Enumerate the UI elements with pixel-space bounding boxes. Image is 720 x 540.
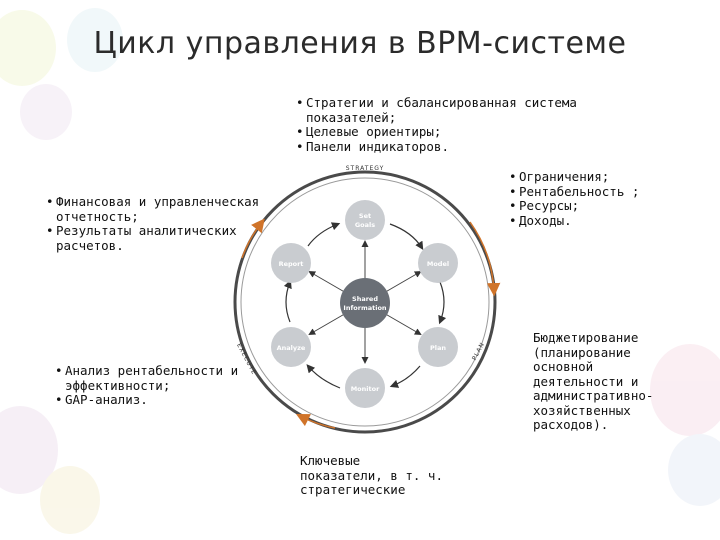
ring-arrow-execute (295, 413, 336, 429)
annotation-model-item: Рентабельность ; (509, 184, 669, 200)
annotation-report-item: Финансовая и управленческая отчетность; (46, 194, 286, 224)
annotation-model: Ограничения; Рентабельность ; Ресурсы; Д… (509, 169, 669, 229)
annotation-model-item: Ресурсы; (509, 198, 669, 214)
annotation-budget: Бюджетирование (планирование основной де… (533, 330, 654, 432)
balloon-decoration (0, 8, 720, 534)
annotation-analyze: Анализ рентабельности и эффективности; G… (55, 363, 275, 408)
svg-text:Report: Report (279, 260, 304, 268)
svg-text:Goals: Goals (355, 221, 375, 229)
svg-text:Plan: Plan (430, 344, 446, 352)
svg-text:Information: Information (343, 304, 387, 312)
center-node-shared-information: Shared Information (340, 278, 390, 328)
svg-text:Shared: Shared (352, 295, 378, 303)
node-plan: Plan (418, 327, 458, 367)
annotation-analyze-item: GAP-анализ. (55, 392, 275, 408)
annotation-strategy-item: Целевые ориентиры; (296, 124, 626, 140)
annotation-kpi: Ключевые показатели, в т. ч. стратегичес… (300, 453, 443, 497)
node-monitor: Monitor (345, 368, 385, 408)
node-model: Model (418, 243, 458, 283)
annotation-model-item: Доходы. (509, 213, 669, 229)
page-title: Цикл управления в BPM-системе (93, 26, 627, 61)
cycle-ring (233, 170, 497, 434)
annotation-strategy-item: Панели индикаторов. (296, 139, 626, 155)
node-report: Report (271, 243, 311, 283)
annotation-analyze-item: Анализ рентабельности и эффективности; (55, 363, 275, 393)
annotation-model-item: Ограничения; (509, 169, 669, 185)
cycle-arrows (283, 222, 447, 389)
annotation-strategy: Стратегии и сбалансированная система пок… (296, 95, 626, 155)
node-analyze: Analyze (271, 327, 311, 367)
svg-text:Set: Set (359, 212, 371, 220)
svg-text:Analyze: Analyze (277, 344, 306, 352)
node-set-goals: Set Goals (345, 200, 385, 240)
annotation-report-item: Результаты аналитических расчетов. (46, 223, 286, 253)
annotation-report: Финансовая и управленческая отчетность; … (46, 194, 286, 253)
annotation-strategy-item: Стратегии и сбалансированная система пок… (296, 95, 626, 125)
svg-text:Model: Model (427, 260, 449, 268)
ring-arrow-plan (469, 221, 501, 297)
ring-label-strategy: STRATEGY (346, 165, 385, 172)
svg-text:Monitor: Monitor (351, 385, 380, 393)
